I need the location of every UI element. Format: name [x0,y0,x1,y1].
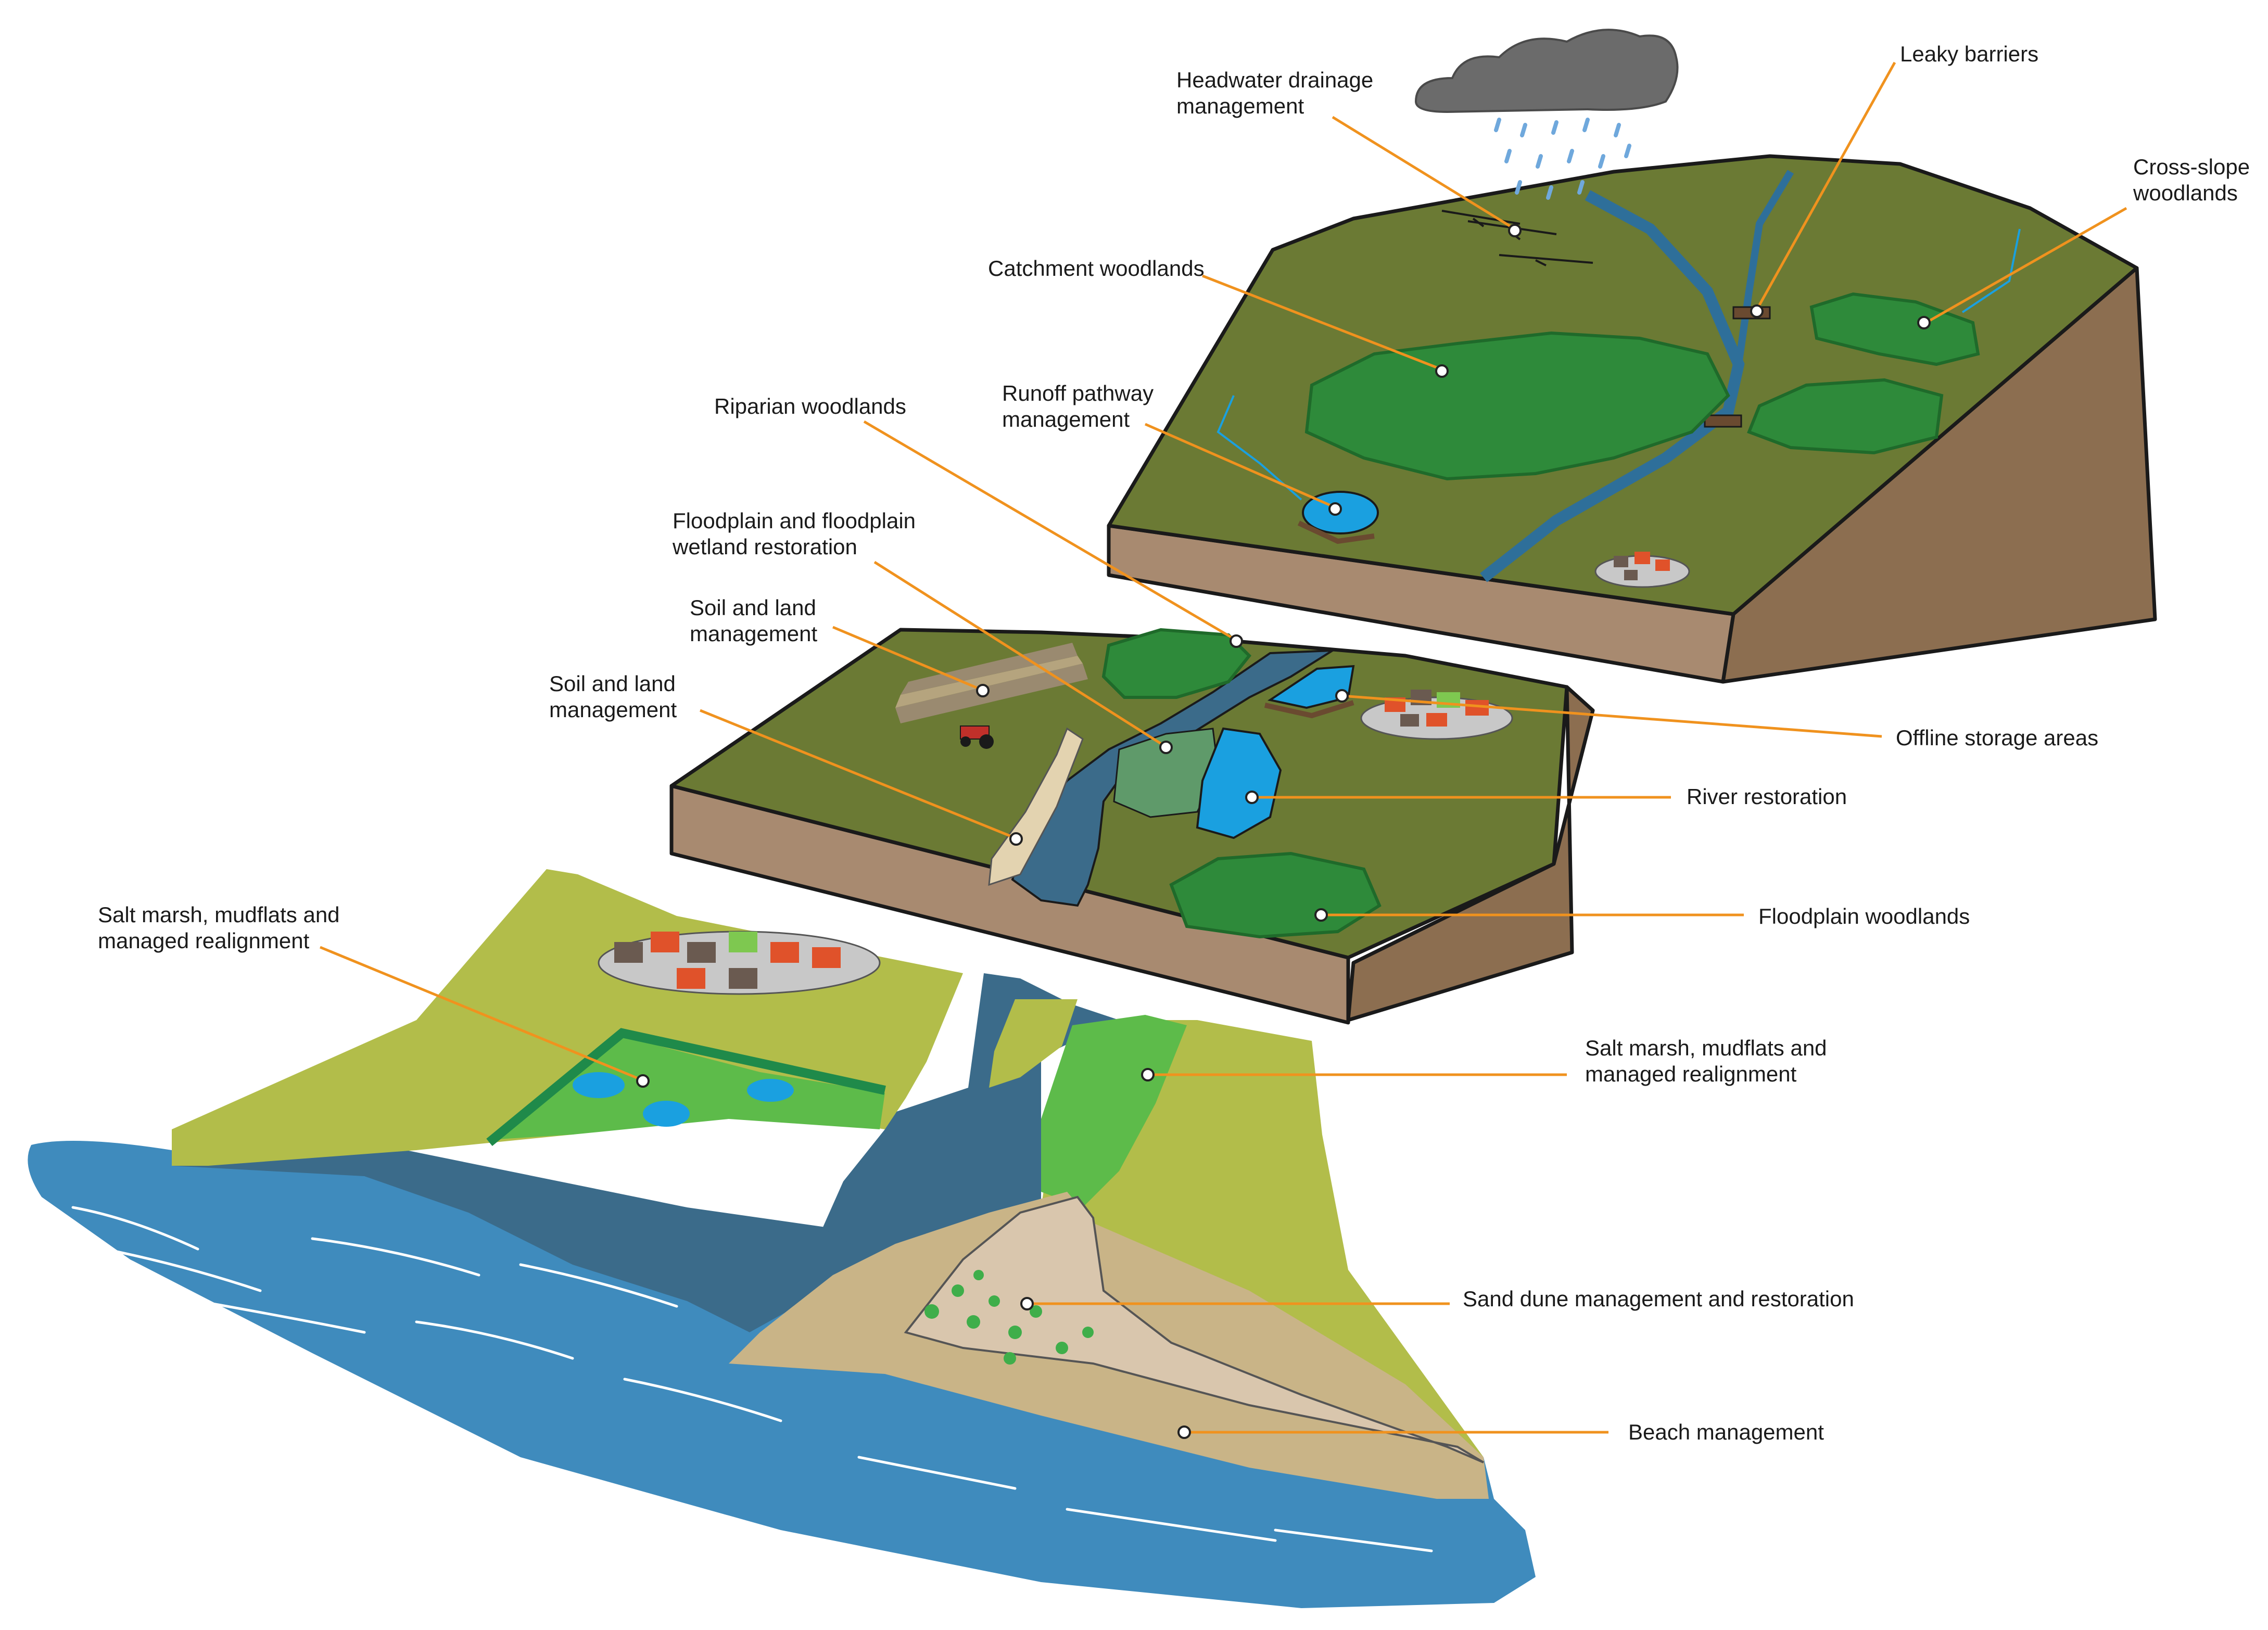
coastal-village-icon [598,931,881,995]
label-cross-slope-1: Cross-slope [2133,155,2250,179]
ploughed-field [895,643,1088,723]
river-restoration-pool [1196,727,1282,839]
rain-drops [1494,118,1631,200]
label-river-restoration: River restoration [1687,784,1847,809]
offline-storage-bund [1264,700,1354,719]
callout-riparian: Riparian woodlands [714,394,1243,648]
saltmarsh-pool-1 [573,1072,625,1098]
floodplain-cliff-right [1346,685,1595,1022]
label-saltmarsh-left-2: managed realignment [98,928,310,953]
saltmarsh-pool-3 [747,1079,794,1102]
label-saltmarsh-right-1: Salt marsh, mudflats and [1585,1036,1827,1060]
label-floodplain-wetland-2: wetland restoration [672,534,857,559]
coastal-block [28,869,1536,1608]
callout-leaky: Leaky barriers [1750,42,2038,318]
label-soil-lower-2: management [549,697,677,722]
saltmarsh-pool-2 [643,1101,690,1127]
callout-river-restoration: River restoration [1245,784,1847,809]
cross-slope-woodland [1809,292,1980,366]
label-soil-upper-1: Soil and land [690,595,816,620]
rain-cloud-icon [1414,29,1679,200]
label-leaky: Leaky barriers [1900,42,2038,66]
sand-dunes [904,1195,1485,1463]
label-soil-upper-2: management [690,621,817,646]
floodplain-woodland [1169,851,1382,939]
coastal-land-right [1041,1020,1484,1457]
label-catchment: Catchment woodlands [988,256,1205,281]
label-beach: Beach management [1628,1420,1824,1444]
tractor-icon [960,725,994,749]
riverbank-buffer [988,727,1084,886]
label-cross-slope-2: woodlands [2133,181,2238,205]
callout-offline: Offline storage areas [1335,689,2098,750]
label-sand-dune: Sand dune management and restoration [1463,1287,1854,1311]
leaky-barrier-lower [1704,414,1742,428]
estuary-island [989,999,1078,1088]
realignment-wall [486,1028,886,1146]
runoff-channel [1217,395,1302,501]
catchment-woodland [1304,331,1730,481]
runoff-bund [1297,520,1375,544]
label-floodplain-wetland-1: Floodplain and floodplain [673,508,916,533]
callout-catchment: Catchment woodlands [988,256,1449,378]
riparian-woodland [1101,628,1252,699]
callout-floodplain-woodlands: Floodplain woodlands [1314,904,1970,928]
label-runoff-1: Runoff pathway [1002,381,1154,405]
upland-village-icon [1594,552,1690,588]
label-soil-lower-1: Soil and land [549,671,676,696]
floodplain-village-icon [1360,690,1513,740]
floodplain-river [1011,649,1337,907]
dune-vegetation [924,1270,1094,1365]
callout-sand-dune: Sand dune management and restoration [1020,1287,1854,1311]
label-saltmarsh-right-2: managed realignment [1585,1062,1797,1086]
label-saltmarsh-left-1: Salt marsh, mudflats and [98,902,340,927]
lower-woodland [1747,378,1944,455]
label-offline: Offline storage areas [1896,725,2098,750]
label-headwater-2: management [1176,94,1304,118]
label-floodplain-woodlands: Floodplain woodlands [1758,904,1970,928]
label-runoff-2: management [1002,407,1130,431]
sea [28,1141,1536,1608]
upland-block [1107,154,2157,684]
label-headwater-1: Headwater drainage [1176,68,1373,92]
saltmarsh-right [1041,1015,1187,1207]
callout-beach: Beach management [1177,1420,1824,1444]
label-riparian: Riparian woodlands [714,394,906,418]
sea-waves [71,1206,1433,1552]
upland-stream [1480,190,1745,582]
floodplain-block [669,628,1595,1025]
upland-stream-branch [1735,170,1794,365]
estuary [172,1150,880,1332]
upland-stream-side [1961,228,2021,313]
offline-storage-area [1267,665,1355,709]
